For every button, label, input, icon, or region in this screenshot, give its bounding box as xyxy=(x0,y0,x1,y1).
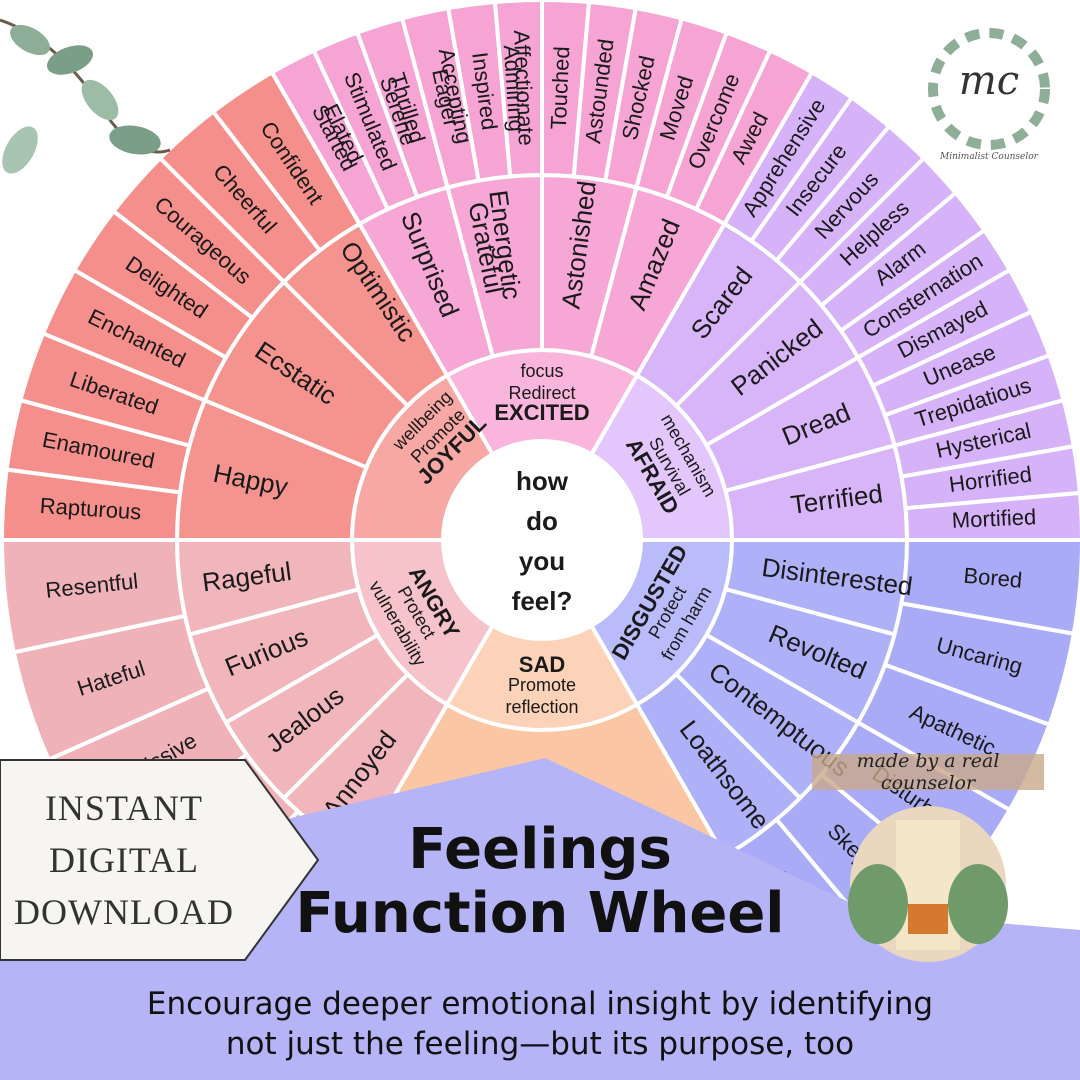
angry-outer-segment xyxy=(0,538,188,655)
disgusted-outer-label: Bored xyxy=(963,563,1024,593)
logo-initials: mc xyxy=(959,58,1019,104)
center-question: how do you feel? xyxy=(512,466,573,616)
subtitle-line-2: not just the feeling—but its purpose, to… xyxy=(225,1026,855,1062)
badge-line-2: DIGITAL xyxy=(48,840,200,880)
center-line-4: feel? xyxy=(512,586,573,616)
instant-download-badge xyxy=(0,759,320,961)
wheel-center xyxy=(441,439,643,641)
badge-line-3: DOWNLOAD xyxy=(14,892,234,932)
center-line-2: do xyxy=(526,506,558,536)
badge-text: INSTANT DIGITAL DOWNLOAD xyxy=(0,782,248,938)
counselor-photo xyxy=(812,754,1044,962)
title-line-2: Function Wheel xyxy=(295,881,785,946)
excited-function-label-2: focus xyxy=(520,361,563,381)
excited-outer-label: Touched xyxy=(546,46,575,130)
excited-outer-label: Affectionate xyxy=(509,29,539,146)
joyful-outer-label: Admiring xyxy=(499,44,530,132)
page-title: Feelings Function Wheel xyxy=(250,818,830,946)
excited-function-label-1: Redirect xyxy=(508,383,575,403)
center-line-1: how xyxy=(516,466,569,496)
badge-line-1: INSTANT xyxy=(44,788,204,828)
title-line-1: Feelings xyxy=(408,817,672,882)
sad-function-label-2: reflection xyxy=(505,697,578,717)
excited-core-label: EXCITED xyxy=(494,400,589,425)
logo-caption: Minimalist Counselor xyxy=(939,152,1039,162)
leaf-decoration-top-left xyxy=(0,18,171,174)
center-line-3: you xyxy=(519,546,565,576)
afraid-outer-label: Mortified xyxy=(951,504,1036,533)
subtitle: Encourage deeper emotional insight by id… xyxy=(30,984,1050,1064)
sad-core-label: SAD xyxy=(519,652,565,677)
brand-logo: mc Minimalist Counselor xyxy=(919,19,1059,162)
counselor-label: made by a real counselor xyxy=(856,750,1000,794)
sad-function-label-1: Promote xyxy=(508,675,576,695)
subtitle-line-1: Encourage deeper emotional insight by id… xyxy=(146,986,934,1022)
